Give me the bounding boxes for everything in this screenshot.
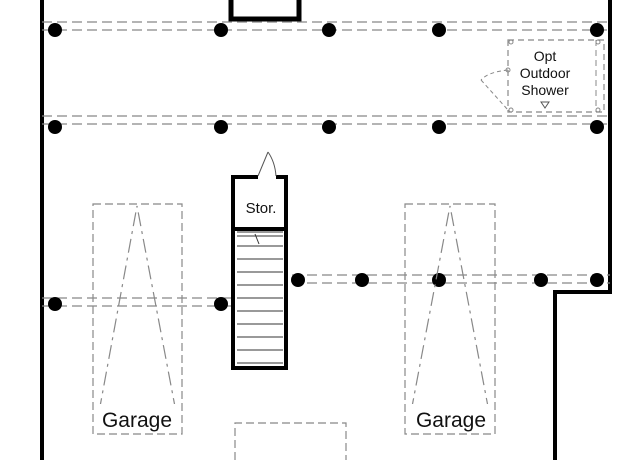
garage-right: Garage — [404, 203, 496, 435]
car-bay-left-triangle — [98, 205, 177, 413]
car-bay-right-triangle — [410, 205, 490, 413]
exterior-walls — [40, 0, 612, 460]
post — [291, 273, 305, 287]
shower-door-swing — [480, 69, 509, 81]
post — [355, 273, 369, 287]
post — [214, 297, 228, 311]
post — [534, 273, 548, 287]
shower-label-line2: Outdoor — [520, 65, 571, 81]
storage-label: Stor. — [246, 200, 277, 217]
car-bay-left — [92, 203, 183, 435]
post — [432, 273, 446, 287]
post — [48, 297, 62, 311]
garage-left: Garage — [92, 203, 183, 435]
top-wall-box — [228, 0, 302, 22]
storage-closet: Stor. — [231, 151, 288, 231]
storage-door-swing — [267, 151, 277, 177]
post — [322, 23, 336, 37]
outdoor-shower: Opt Outdoor Shower — [480, 39, 605, 113]
storage-door — [257, 151, 269, 177]
shower-label-line3: Shower — [521, 82, 569, 98]
car-bay-right — [404, 203, 496, 435]
beam-lines — [42, 21, 610, 307]
stair — [231, 227, 288, 370]
shower-door — [480, 79, 509, 111]
stair-walls — [231, 227, 288, 370]
post — [590, 120, 604, 134]
garage-left-label: Garage — [102, 409, 172, 432]
post — [48, 120, 62, 134]
post — [214, 23, 228, 37]
post — [432, 23, 446, 37]
right-wall — [553, 0, 612, 460]
support-posts — [48, 23, 604, 311]
post — [590, 273, 604, 287]
post — [214, 120, 228, 134]
post — [48, 23, 62, 37]
post — [432, 120, 446, 134]
bottom-center-outline — [234, 422, 347, 460]
garage-right-label: Garage — [416, 409, 486, 432]
stair-arrow — [254, 233, 260, 245]
post — [590, 23, 604, 37]
post — [322, 120, 336, 134]
shower-label-line1: Opt — [534, 48, 557, 64]
shower-outline — [507, 39, 605, 113]
shower-drain-icon — [540, 101, 550, 109]
